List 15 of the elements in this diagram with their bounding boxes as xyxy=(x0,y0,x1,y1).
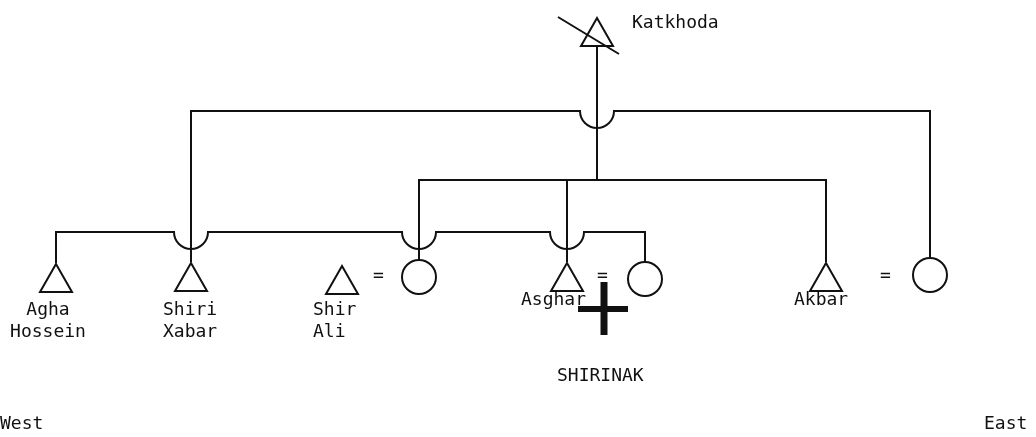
person-name: Shiri Xabar xyxy=(163,298,219,342)
person-name: Katkhoda xyxy=(632,11,720,33)
person-name: Shir Ali xyxy=(313,298,358,342)
equals-sign: = xyxy=(597,264,608,286)
person-name: Asghar xyxy=(521,288,588,310)
equals-sign: = xyxy=(880,264,891,286)
direction-label: East xyxy=(984,412,1028,434)
place-name: SHIRINAK xyxy=(557,364,644,386)
kinship-line xyxy=(596,46,827,263)
kinship-line xyxy=(55,231,646,264)
kinship-line xyxy=(190,110,931,263)
equals-sign: = xyxy=(373,264,384,286)
direction-label: West xyxy=(0,412,44,434)
person-name: Akbar xyxy=(794,288,850,310)
person-name: Agha Hossein xyxy=(9,298,87,342)
